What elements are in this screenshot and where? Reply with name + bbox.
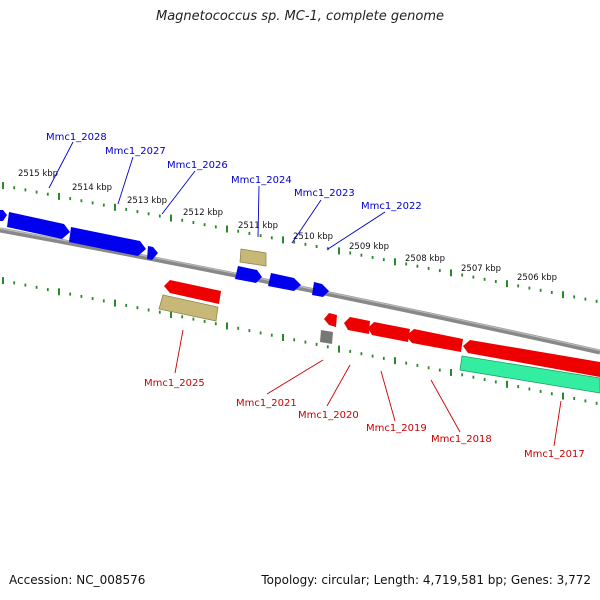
gene-Mmc1_2025[interactable] — [164, 280, 221, 304]
accession-text: Accession: NC_008576 — [9, 573, 146, 587]
gene-Mmc1_2017[interactable] — [463, 340, 600, 377]
ruler-label: 2515 kbp — [18, 169, 58, 179]
gene-Mmc1_2020[interactable] — [344, 317, 370, 334]
gene-label-reverse[interactable]: Mmc1_2021 — [236, 398, 297, 409]
gene-label-reverse[interactable]: Mmc1_2018 — [431, 434, 492, 445]
gene-label-forward[interactable]: Mmc1_2023 — [294, 188, 355, 199]
ruler-label: 2513 kbp — [127, 196, 167, 206]
gene-Mmc1_2028-partial[interactable] — [0, 210, 7, 221]
genome-summary-text: Topology: circular; Length: 4,719,581 bp… — [261, 573, 591, 587]
gene-Mmc1_2021[interactable] — [324, 313, 337, 327]
ruler-label: 2508 kbp — [405, 254, 445, 264]
genome-backbone — [0, 227, 600, 355]
gene-label-reverse[interactable]: Mmc1_2025 — [144, 378, 205, 389]
reverse-callouts: Mmc1_2025 Mmc1_2021 Mmc1_2020 Mmc1_2019 … — [144, 329, 585, 460]
ruler-label: 2507 kbp — [461, 264, 501, 274]
gene-label-reverse[interactable]: Mmc1_2017 — [524, 449, 585, 460]
gene-Mmc1_2027[interactable] — [69, 227, 146, 256]
rna-feature-bottom[interactable] — [158, 294, 219, 322]
gene-Mmc1_2023[interactable] — [268, 273, 301, 291]
pseudo-feature[interactable] — [320, 330, 333, 344]
gene-label-forward[interactable]: Mmc1_2026 — [167, 160, 228, 171]
map-title: Magnetococcus sp. MC-1, complete genome — [155, 9, 445, 24]
gene-label-reverse[interactable]: Mmc1_2020 — [298, 410, 359, 421]
gene-label-reverse[interactable]: Mmc1_2019 — [366, 423, 427, 434]
ruler-label: 2512 kbp — [183, 208, 223, 218]
callout-line — [266, 359, 324, 395]
gene-Mmc1_2018[interactable] — [406, 329, 463, 352]
callout-line — [327, 211, 386, 250]
callout-line — [257, 185, 260, 238]
callout-line — [161, 170, 196, 215]
forward-tick-row — [2, 182, 598, 303]
gene-Mmc1_2022[interactable] — [312, 282, 329, 297]
callout-line — [553, 400, 562, 447]
ruler-label: 2510 kbp — [293, 232, 333, 242]
reverse-tick-row — [2, 277, 598, 405]
ruler-label: 2506 kbp — [517, 273, 557, 283]
ruler-label: 2509 kbp — [349, 242, 389, 252]
reverse-genes — [164, 280, 600, 377]
gene-Mmc1_2019[interactable] — [368, 322, 410, 342]
ruler-label: 2514 kbp — [72, 183, 112, 193]
callout-line — [48, 141, 74, 189]
callout-line — [326, 364, 351, 407]
gene-label-forward[interactable]: Mmc1_2022 — [361, 201, 422, 212]
gene-Mmc1_2028[interactable] — [7, 212, 70, 239]
forward-genes — [0, 210, 329, 297]
highlight-feature[interactable] — [459, 355, 600, 394]
rna-feature-top[interactable] — [239, 248, 267, 267]
callout-line — [380, 370, 396, 422]
gene-Mmc1_2024[interactable] — [235, 266, 262, 283]
callout-line — [291, 199, 322, 244]
callout-line — [117, 156, 134, 205]
ruler-labels: 2515 kbp 2514 kbp 2513 kbp 2512 kbp 2511… — [18, 169, 557, 283]
gene-label-forward[interactable]: Mmc1_2024 — [231, 175, 292, 186]
callout-line — [430, 379, 461, 433]
gene-label-forward[interactable]: Mmc1_2028 — [46, 132, 107, 143]
callout-line — [174, 329, 184, 374]
gene-Mmc1_2026[interactable] — [147, 246, 158, 260]
gene-label-forward[interactable]: Mmc1_2027 — [105, 146, 166, 157]
forward-callouts: Mmc1_2028 Mmc1_2027 Mmc1_2026 Mmc1_2024 … — [46, 132, 422, 250]
